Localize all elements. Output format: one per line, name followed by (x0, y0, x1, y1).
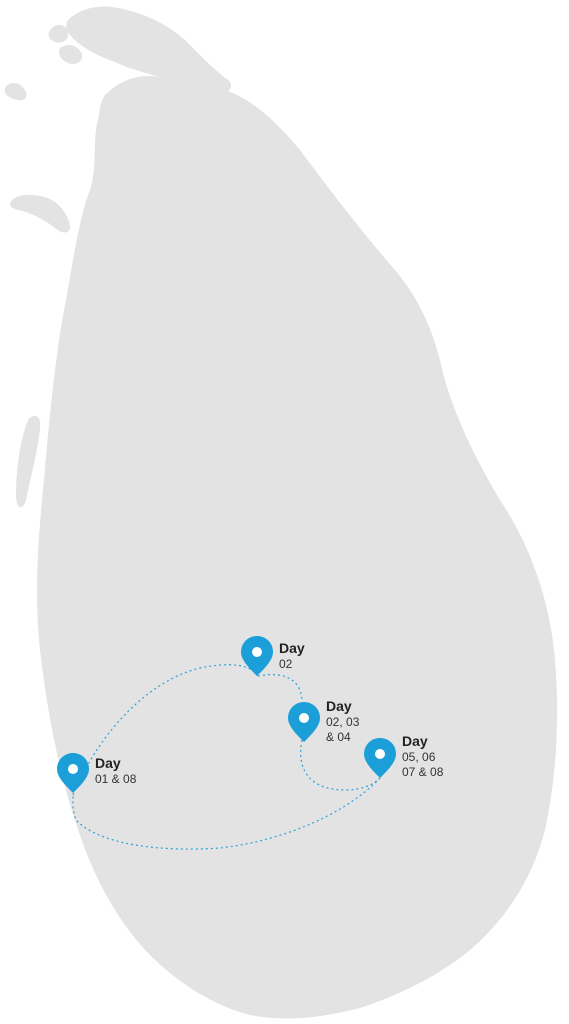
north-peninsula (66, 6, 232, 94)
marker-pin-stop-2[interactable] (241, 636, 273, 676)
island-small-1 (48, 24, 69, 43)
stop-title: Day (95, 755, 121, 771)
route-segment-2 (257, 674, 303, 701)
marker-dot-icon (375, 749, 385, 759)
mannar-island (10, 194, 70, 233)
stop-label-stop-4: Day 05, 06 07 & 08 (402, 733, 443, 780)
stop-label-colombo: Day 01 & 08 (95, 755, 136, 787)
marker-dot-icon (68, 764, 78, 774)
route-segment-1 (72, 664, 259, 796)
stop-title: Day (326, 698, 352, 714)
stop-days: 02 (279, 657, 293, 671)
marker-pin-stop-4[interactable] (364, 738, 396, 778)
island-small-2 (58, 45, 83, 65)
marker-pin-stop-3[interactable] (288, 702, 320, 742)
marker-dot-icon (299, 713, 309, 723)
route-segment-3 (300, 739, 381, 791)
stop-label-stop-2: Day 02 (279, 640, 305, 672)
marker-pin-colombo[interactable] (57, 753, 89, 793)
route-path (72, 664, 381, 850)
stop-days: 02, 03 & 04 (326, 715, 360, 744)
route-segment-4 (72, 777, 381, 850)
island-small-3 (4, 82, 27, 101)
island-landmass (37, 75, 558, 1019)
stop-days: 05, 06 07 & 08 (402, 750, 444, 779)
stop-title: Day (279, 640, 305, 656)
stop-title: Day (402, 733, 428, 749)
stop-days: 01 & 08 (95, 772, 137, 786)
stop-label-stop-3: Day 02, 03 & 04 (326, 698, 359, 745)
kalpitiya-spit (16, 415, 41, 508)
marker-dot-icon (252, 647, 262, 657)
